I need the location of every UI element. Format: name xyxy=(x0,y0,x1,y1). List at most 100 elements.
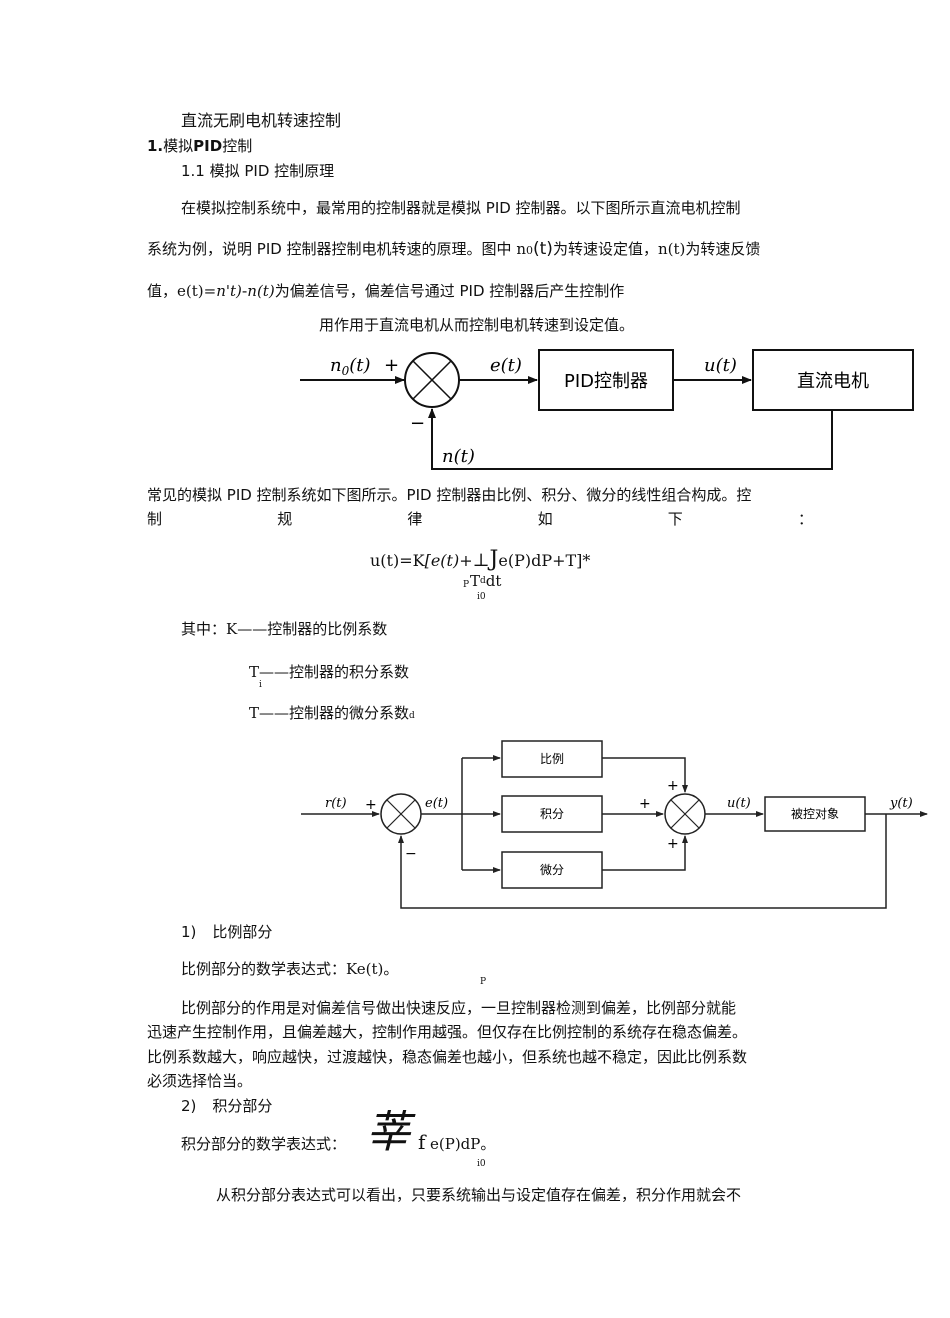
section1-heading: 1) 比例部分 xyxy=(181,922,272,942)
para1-line4: 用作用于直流电机从而控制电机转速到设定值。 xyxy=(319,316,635,334)
section1-para-line4: 必须选择恰当。 xyxy=(147,1072,253,1090)
para1-line1: 在模拟控制系统中，最常用的控制器就是模拟 PID 控制器。以下图所示直流电机控制 xyxy=(181,199,741,217)
fig2-minus-1: − xyxy=(405,846,417,862)
para2-char: 如 xyxy=(537,510,553,528)
pid-formula-integral: J xyxy=(489,547,499,572)
fig2-plant-label: 被控对象 xyxy=(791,807,839,821)
para2-char: 规 xyxy=(277,510,293,528)
pid-formula-sub-tdt: Tddt xyxy=(470,571,501,591)
fig1-pid-controller-label: PID控制器 xyxy=(564,371,648,392)
fig1-pid-controller-block xyxy=(538,349,674,411)
para1-line3-d: - xyxy=(241,282,248,300)
pid-formula-sub-t: T xyxy=(470,572,481,590)
para2-char: 下 xyxy=(667,510,683,528)
para1-line3-b: e(t)= xyxy=(177,282,217,300)
fig2-merge-p-arrow xyxy=(602,757,688,793)
section1-number: 1) xyxy=(181,923,197,941)
para2-char: ： xyxy=(797,510,813,528)
pid-formula-d: ⊥ xyxy=(472,550,490,571)
section1-para-line2: 迅速产生控制作用，且偏差越大，控制作用越强。但仅存在比例控制的系统存在稳态偏差。 xyxy=(147,1023,748,1041)
section1-title: 比例部分 xyxy=(212,923,273,941)
where-td-sub: d xyxy=(409,711,415,721)
fig1-input-label: n0(t) xyxy=(330,355,371,378)
pid-formula-b: [e(t) xyxy=(424,551,460,570)
fig1-minus-sign: − xyxy=(410,413,425,434)
para1-line2: 系统为例，说明 PID 控制器控制电机转速的原理。图中 n0(t)为转速设定值，… xyxy=(147,239,760,261)
fig1-summing-junction xyxy=(404,352,460,408)
fig2-summing-junction-2 xyxy=(664,793,706,835)
fig2-plus-bottom: + xyxy=(667,836,679,852)
section2-expression-c: e(P)dP。 xyxy=(430,1135,496,1153)
heading-1-number: 1. xyxy=(147,137,164,155)
section2-expression-f: f xyxy=(418,1130,426,1154)
para1-line3: 值，e(t)=n't)-n(t)为偏差信号，偏差信号通过 PID 控制器后产生控… xyxy=(147,281,624,301)
fig2-proportional-label: 比例 xyxy=(540,752,564,766)
fig2-plus-1: + xyxy=(365,797,377,813)
fig2-feedback-path xyxy=(398,814,887,909)
pid-structure-diagram: 比例 积分 微分 被控对象 r(t) + − e(t) + + + u(t) y… xyxy=(301,740,928,909)
pid-formula-a: u(t)=K xyxy=(370,551,425,570)
pid-formula-f: e(P)dP+T]* xyxy=(498,551,591,570)
pid-formula: u(t)=K[e(t)+⊥Je(P)dP+T]* xyxy=(370,547,591,572)
fig1-dc-motor-block xyxy=(752,349,914,411)
fig1-control-label: u(t) xyxy=(704,355,737,376)
where-kp: 其中：K——控制器的比例系数 xyxy=(181,620,388,638)
fig2-plus-top: + xyxy=(667,778,679,794)
fig2-merge-d-arrow xyxy=(602,835,688,871)
doc-title: 直流无刷电机转速控制 xyxy=(181,111,342,130)
para1-line2-t: (t) xyxy=(533,239,553,259)
fig1-feedback-path xyxy=(428,408,833,470)
pid-formula-sub-dt: dt xyxy=(485,572,502,590)
heading-1: 1.模拟PID控制 xyxy=(147,136,252,156)
fig2-proportional-block xyxy=(501,740,603,778)
para2-line2: 制 规 律 如 下 ： xyxy=(147,509,813,529)
section2-expression-glyph: 莘 xyxy=(366,1107,410,1158)
heading-1-1: 1.1 模拟 PID 控制原理 xyxy=(181,162,335,180)
where-td-text: T——控制器的微分系数 xyxy=(249,704,410,722)
where-ti-sub: i xyxy=(259,680,262,690)
where-ti: T——控制器的积分系数 xyxy=(249,662,409,682)
fig2-integral-label: 积分 xyxy=(540,807,564,821)
section1-para-line3: 比例系数越大，响应越快，过渡越快，稳态偏差也越小，但系统也越不稳定，因此比例系数 xyxy=(147,1048,748,1066)
section2-expression-a: 积分部分的数学表达式： xyxy=(181,1135,347,1153)
fig2-control-label: u(t) xyxy=(727,796,751,811)
para1-line3-a: 值， xyxy=(147,282,178,300)
para1-line2-f: n(t) xyxy=(657,240,686,258)
section1-expression-sub: P xyxy=(480,977,487,987)
fig1-dc-motor-label: 直流电机 xyxy=(797,371,869,392)
section2-expression-sub: i0 xyxy=(477,1159,486,1169)
para2-char: 律 xyxy=(407,510,423,528)
section1-expression: 比例部分的数学表达式：Ke(t)。 xyxy=(181,960,399,978)
fig2-error-label: e(t) xyxy=(425,796,448,811)
fig1-feedback-label: n(t) xyxy=(442,446,475,467)
para2-char: 制 xyxy=(147,510,163,528)
fig2-summing-junction-1 xyxy=(380,793,422,835)
para1-line3-f: 为偏差信号，偏差信号通过 PID 控制器后产生控制作 xyxy=(274,282,625,300)
heading-1-text-a: 模拟 xyxy=(163,137,194,155)
pid-formula-sub-p: P xyxy=(463,580,470,590)
fig1-error-label: e(t) xyxy=(490,355,522,376)
fig2-input-label: r(t) xyxy=(325,796,347,811)
where-td: T——控制器的微分系数d xyxy=(249,703,415,726)
para1-line2-g: 为转速反馈 xyxy=(685,240,761,258)
section1-para-line1: 比例部分的作用是对偏差信号做出快速反应，一旦控制器检测到偏差，比例部分就能 xyxy=(181,999,737,1017)
fig2-plus-left: + xyxy=(639,796,651,812)
dc-motor-pid-diagram: PID控制器 直流电机 n0(t) + − e(t) u(t) n(t) xyxy=(300,349,914,470)
section2-expression: 积分部分的数学表达式： xyxy=(181,1134,346,1154)
heading-1-text-c: 控制 xyxy=(222,137,253,155)
para1-line2-sub: 0 xyxy=(526,244,533,257)
para2-line1: 常见的模拟 PID 控制系统如下图所示。PID 控制器由比例、积分、微分的线性组… xyxy=(147,486,752,504)
fig2-derivative-label: 微分 xyxy=(540,863,564,877)
para1-line2-n: n xyxy=(516,240,526,258)
fig2-output-label: y(t) xyxy=(889,796,913,811)
fig1-plus-sign: + xyxy=(384,355,399,376)
section2-title: 积分部分 xyxy=(212,1097,273,1115)
section2-number: 2) xyxy=(181,1097,197,1115)
para1-line2-a: 系统为例，说明 PID 控制器控制电机转速的原理。图中 xyxy=(147,240,517,258)
where-ti-t: T xyxy=(249,663,260,681)
section2-para-line1: 从积分部分表达式可以看出，只要系统输出与设定值存在偏差，积分作用就会不 xyxy=(216,1186,742,1204)
para1-line3-e: n(t) xyxy=(247,282,275,300)
section2-heading: 2) 积分部分 xyxy=(181,1096,272,1116)
para1-line2-e: 为转速设定值， xyxy=(552,240,658,258)
where-ti-rest: ——控制器的积分系数 xyxy=(259,663,410,681)
